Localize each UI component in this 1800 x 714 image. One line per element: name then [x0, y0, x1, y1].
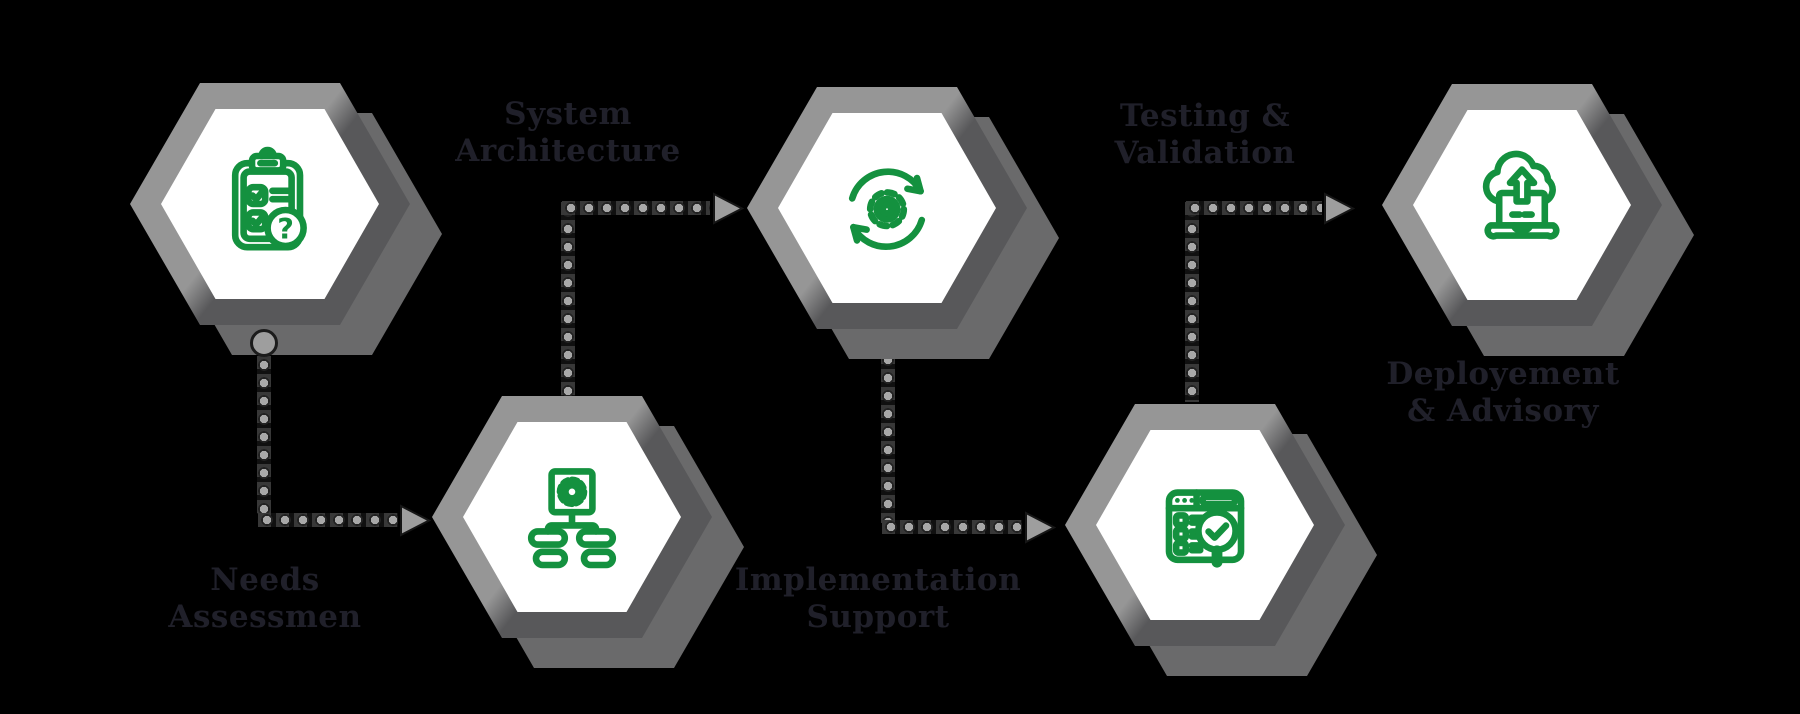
hex-inner [1096, 430, 1314, 620]
arrow-right-icon [1025, 511, 1056, 544]
hex-needs-assessment: ? [130, 83, 442, 355]
label-system-architecture: System Architecture [408, 96, 728, 170]
arrow-right-icon [400, 504, 431, 537]
hex-system-architecture [432, 396, 744, 668]
org-chart-gear-icon [527, 468, 617, 569]
cloud-upload-laptop-icon [1482, 150, 1560, 240]
connector-3-vertical [881, 333, 895, 523]
connector-1-vertical [257, 356, 271, 514]
connector-2-vertical [561, 202, 575, 396]
connector-1-horizontal [258, 513, 398, 527]
hex-deployment-advisory [1382, 84, 1694, 356]
connector-start-dot [250, 329, 278, 357]
label-line: Testing & [1119, 98, 1291, 134]
connector-4-horizontal [1186, 201, 1322, 215]
label-line: Validation [1114, 135, 1296, 171]
hex-testing-validation [1065, 404, 1377, 676]
hex-implementation-support [747, 87, 1059, 359]
connector-4-vertical [1185, 202, 1199, 402]
label-line: & Advisory [1407, 393, 1599, 429]
label-needs-assessment: Needs Assessmen [105, 562, 425, 636]
label-line: Needs [210, 562, 320, 598]
label-line: System [504, 96, 632, 132]
label-deployment-advisory: Deployement & Advisory [1343, 356, 1663, 430]
arrow-right-icon [1324, 192, 1355, 225]
label-line: Deployement [1386, 356, 1620, 392]
label-line: Support [806, 599, 950, 635]
hex-inner [1413, 110, 1631, 300]
svg-text:?: ? [277, 212, 294, 246]
browser-audit-magnifier-icon [1165, 489, 1245, 568]
arrow-right-icon [713, 192, 744, 225]
label-testing-validation: Testing & Validation [1045, 98, 1365, 172]
label-line: Implementation [734, 562, 1022, 598]
label-line: Assessmen [168, 599, 362, 635]
connector-2-horizontal [562, 201, 710, 215]
label-line: Architecture [455, 133, 681, 169]
clipboard-checklist-icon: ? [231, 146, 307, 251]
label-implementation-support: Implementation Support [718, 562, 1038, 636]
connector-3-horizontal [882, 520, 1022, 534]
gear-sync-arrows-icon [848, 168, 926, 250]
